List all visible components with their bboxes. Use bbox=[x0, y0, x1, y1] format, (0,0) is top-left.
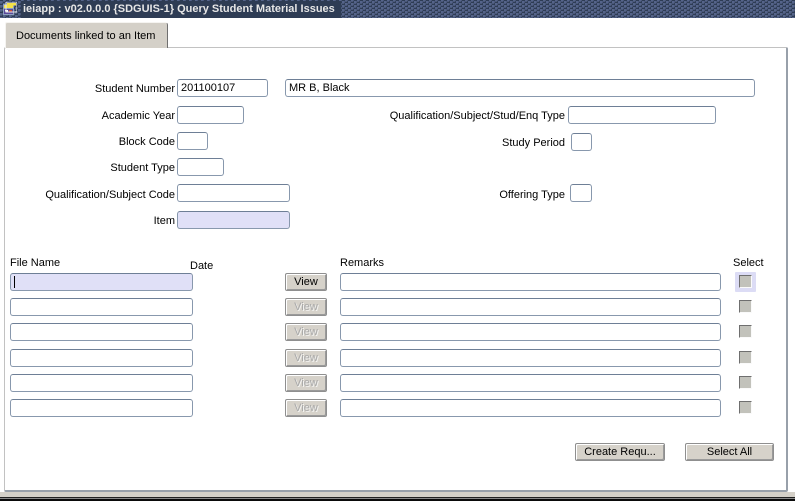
app-icon bbox=[3, 2, 17, 15]
remarks-field[interactable] bbox=[340, 273, 721, 291]
file-name-field[interactable] bbox=[10, 374, 193, 392]
block-code-field[interactable] bbox=[177, 132, 208, 150]
qualification-subject-code-field[interactable] bbox=[177, 184, 290, 202]
tab-documents-linked[interactable]: Documents linked to an Item bbox=[5, 22, 169, 48]
student-number-field[interactable]: 201100107 bbox=[177, 79, 268, 97]
student-type-label: Student Type bbox=[110, 162, 175, 174]
select-checkbox[interactable] bbox=[739, 275, 752, 288]
file-name-header: File Name bbox=[10, 257, 61, 269]
academic-year-label: Academic Year bbox=[101, 110, 175, 122]
window-title: ieiapp : v02.0.0.0 {SDGUIS-1} Query Stud… bbox=[21, 0, 341, 18]
remarks-field[interactable] bbox=[340, 298, 721, 316]
select-checkbox[interactable] bbox=[739, 376, 752, 389]
create-request-button[interactable]: Create Requ... bbox=[575, 443, 665, 461]
select-all-button[interactable]: Select All bbox=[685, 443, 774, 461]
tab-strip: Documents linked to an Item bbox=[0, 18, 795, 48]
file-name-field[interactable] bbox=[10, 273, 193, 291]
remarks-field[interactable] bbox=[340, 349, 721, 367]
item-label: Item bbox=[153, 215, 175, 227]
academic-year-field[interactable] bbox=[177, 106, 244, 124]
student-type-field[interactable] bbox=[177, 158, 224, 176]
item-field[interactable] bbox=[177, 211, 290, 229]
remarks-field[interactable] bbox=[340, 374, 721, 392]
offering-type-label: Offering Type bbox=[499, 189, 565, 201]
select-checkbox[interactable] bbox=[739, 401, 752, 414]
select-header: Select bbox=[733, 257, 764, 269]
view-button: View bbox=[285, 323, 327, 341]
file-name-field[interactable] bbox=[10, 298, 193, 316]
student-number-label: Student Number bbox=[94, 83, 175, 95]
offering-type-field[interactable] bbox=[570, 184, 592, 202]
view-button: View bbox=[285, 399, 327, 417]
view-button: View bbox=[285, 374, 327, 392]
text-caret bbox=[14, 276, 15, 288]
select-checkbox[interactable] bbox=[739, 325, 752, 338]
select-checkbox[interactable] bbox=[739, 351, 752, 364]
date-header: Date bbox=[190, 260, 214, 272]
view-button[interactable]: View bbox=[285, 273, 327, 291]
file-name-field[interactable] bbox=[10, 399, 193, 417]
block-code-label: Block Code bbox=[118, 136, 175, 148]
window-bottom-edge bbox=[0, 497, 795, 501]
remarks-field[interactable] bbox=[340, 399, 721, 417]
title-bar[interactable]: ieiapp : v02.0.0.0 {SDGUIS-1} Query Stud… bbox=[0, 0, 795, 18]
qualification-subject-code-label: Qualification/Subject Code bbox=[45, 189, 175, 201]
qual-subject-stud-enq-type-label: Qualification/Subject/Stud/Enq Type bbox=[389, 110, 565, 122]
study-period-label: Study Period bbox=[502, 137, 565, 149]
remarks-header: Remarks bbox=[340, 257, 385, 269]
window-bottom-frame bbox=[0, 492, 795, 501]
tab-label: Documents linked to an Item bbox=[16, 29, 156, 42]
file-name-field[interactable] bbox=[10, 349, 193, 367]
study-period-field[interactable] bbox=[571, 133, 592, 151]
qual-subject-stud-enq-type-field[interactable] bbox=[568, 106, 716, 124]
file-name-field[interactable] bbox=[10, 323, 193, 341]
remarks-field[interactable] bbox=[340, 323, 721, 341]
student-name-field[interactable]: MR B, Black bbox=[285, 79, 755, 97]
view-button: View bbox=[285, 349, 327, 367]
view-button: View bbox=[285, 298, 327, 316]
select-checkbox[interactable] bbox=[739, 300, 752, 313]
